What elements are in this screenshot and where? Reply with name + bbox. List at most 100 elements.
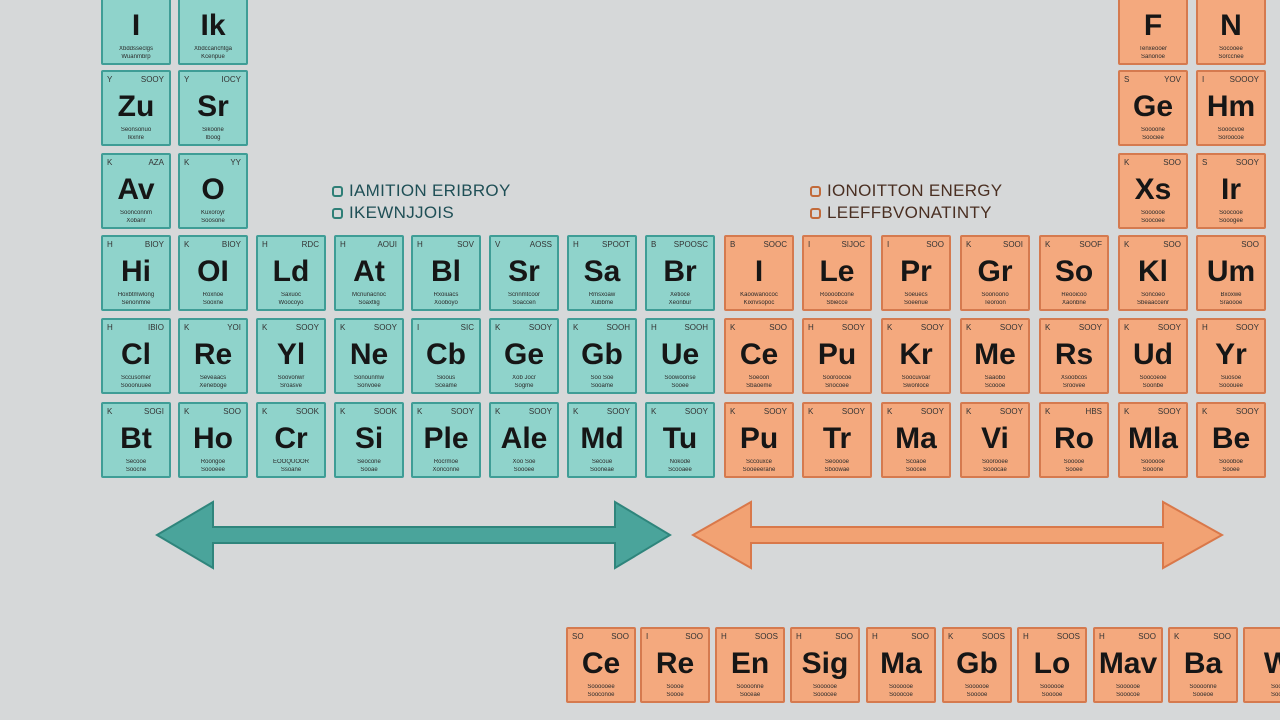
- element-symbol: Gb: [581, 338, 623, 371]
- element-symbol: Pr: [900, 255, 932, 288]
- element-symbol: W: [1263, 647, 1280, 680]
- element-tile[interactable]: WSoooSooo: [1243, 627, 1280, 703]
- element-name: EOOQUOOR: [272, 459, 309, 465]
- atomic-number: K: [417, 407, 423, 416]
- element-name: Kaoowanococ: [740, 292, 778, 298]
- atomic-mass: SOV: [457, 240, 474, 249]
- element-subtitle: Sooae: [360, 467, 378, 473]
- element-subtitle: Soociee: [1142, 135, 1164, 141]
- element-name: Soooooe: [1140, 210, 1166, 216]
- element-symbol: Tu: [662, 422, 698, 455]
- element-subtitle: Sooo: [1270, 692, 1280, 698]
- atomic-number: K: [1174, 632, 1180, 641]
- element-symbol: So: [1054, 255, 1094, 288]
- element-name: Seveaacs: [199, 375, 227, 381]
- legend-swatch-icon: [332, 185, 343, 197]
- atomic-number: K: [1124, 323, 1130, 332]
- element-subtitle: Soceae: [739, 692, 761, 698]
- element-symbol: Pu: [817, 338, 857, 371]
- atomic-number: K: [573, 407, 579, 416]
- atomic-mass: SOOY: [606, 407, 630, 416]
- element-symbol: Br: [663, 255, 697, 288]
- element-symbol: Ho: [193, 422, 233, 455]
- element-name: Soooooe: [888, 684, 914, 690]
- atomic-number: K: [495, 323, 501, 332]
- element-subtitle: Xobanr: [126, 218, 146, 224]
- atomic-mass: SOOOY: [1229, 75, 1259, 84]
- atomic-mass: SOOY: [684, 407, 708, 416]
- atomic-mass: YY: [230, 158, 241, 167]
- element-subtitle: Soooee: [513, 467, 535, 473]
- legend-ionization-energy: IAMITION ERIBROY IKEWNJJOIS: [332, 180, 511, 224]
- element-subtitle: Sboowae: [824, 467, 850, 473]
- atomic-number: K: [730, 323, 736, 332]
